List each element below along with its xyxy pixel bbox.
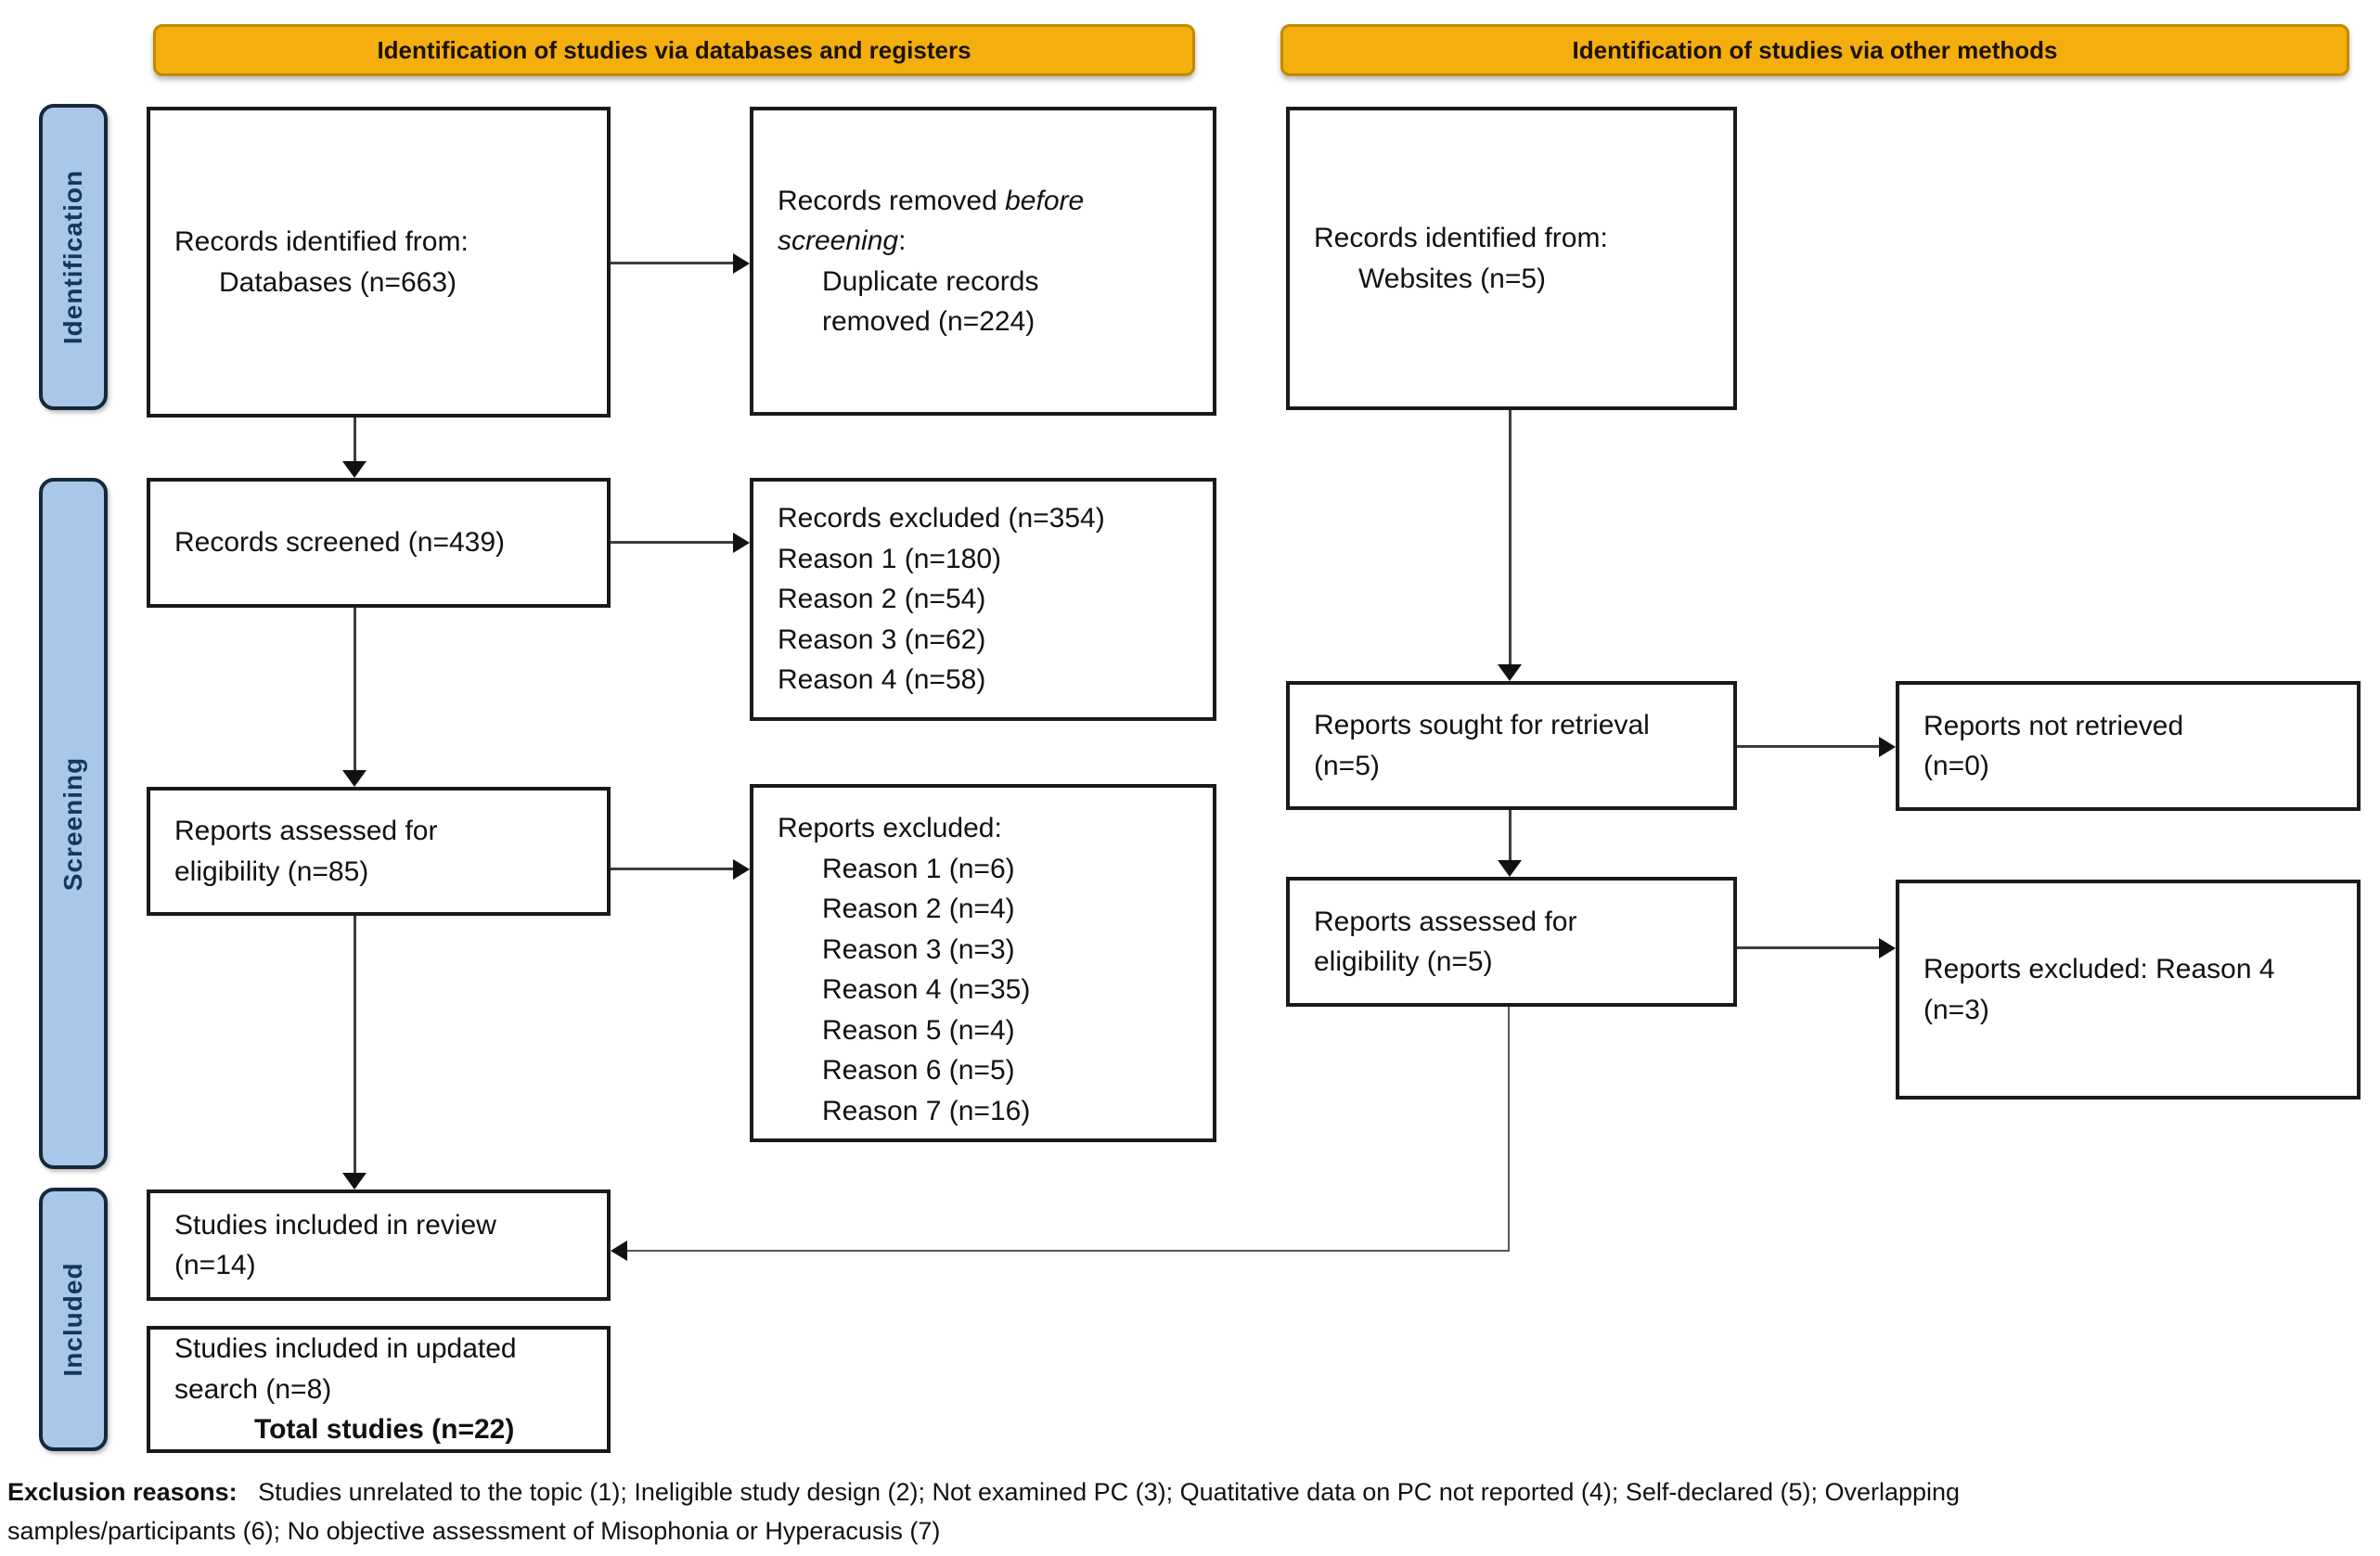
banner-databases-label: Identification of studies via databases … [377, 35, 971, 64]
box-line: Studies included in updated [174, 1333, 517, 1365]
box-line: (n=5) [1314, 750, 1380, 781]
box-line: (n=0) [1923, 751, 1989, 781]
arrow-assessed-to-included-head [342, 1173, 367, 1190]
box-reports-excluded-reason4: Reports excluded: Reason 4 (n=3) [1896, 880, 2361, 1099]
box-line: (n=3) [1923, 994, 1989, 1025]
box-reports-sought-retrieval: Reports sought for retrieval (n=5) [1286, 681, 1737, 810]
footer-exclusion-reasons: Exclusion reasons: Studies unrelated to … [7, 1473, 2374, 1551]
arrow-identified-to-removed-head [733, 253, 750, 274]
box-line: Reason 1 (n=6) [822, 853, 1015, 884]
box-line: Reason 5 (n=4) [822, 1014, 1015, 1046]
box-line: Reason 1 (n=180) [778, 543, 1001, 574]
box-line: eligibility (n=85) [174, 855, 369, 887]
arrow-assessed-other-to-excluded-line [1737, 946, 1879, 949]
side-tab-identification: Identification [39, 104, 108, 410]
box-line: Databases (n=663) [219, 266, 457, 298]
box-records-identified-websites: Records identified from: Websites (n=5) [1286, 107, 1737, 410]
side-tab-screening: Screening [39, 478, 108, 1169]
box-line: screening: [778, 225, 907, 256]
box-line: Records identified from: [1314, 223, 1608, 253]
footer-line1: Exclusion reasons: Studies unrelated to … [7, 1473, 2374, 1512]
box-line: Reports not retrieved [1923, 710, 2184, 741]
box-line: Records identified from: [174, 226, 469, 257]
arrow-identified-to-removed-line [611, 262, 733, 264]
box-line: Websites (n=5) [1358, 263, 1547, 294]
box-line: Reason 3 (n=3) [822, 933, 1015, 965]
arrow-identified-to-screened-line [354, 418, 356, 461]
arrow-assessed-to-reports-excluded-head [733, 859, 750, 880]
box-records-screened: Records screened (n=439) [147, 478, 611, 608]
side-tab-identification-label: Identification [58, 169, 87, 345]
box-line: Records removed before [778, 185, 1085, 216]
box-studies-included-review: Studies included in review (n=14) [147, 1190, 611, 1301]
arrow-screened-to-assessed-head [342, 770, 367, 787]
box-line: Reason 3 (n=62) [778, 624, 986, 655]
arrow-assessed-other-to-excluded-head [1879, 938, 1896, 958]
side-tab-included: Included [39, 1188, 108, 1451]
box-line: (n=14) [174, 1250, 256, 1280]
arrow-assessed-to-included-line [354, 916, 356, 1173]
box-line: Reason 4 (n=35) [822, 974, 1031, 1005]
box-records-excluded: Records excluded (n=354) Reason 1 (n=180… [750, 478, 1216, 721]
box-reports-excluded-databases: Reports excluded: Reason 1 (n=6) Reason … [750, 784, 1216, 1142]
box-line: eligibility (n=5) [1314, 946, 1493, 977]
footer-line1-text: Studies unrelated to the topic (1); Inel… [237, 1478, 1961, 1506]
banner-other-methods: Identification of studies via other meth… [1280, 24, 2349, 76]
arrow-assessed-to-reports-excluded-line [611, 868, 733, 870]
box-reports-assessed-databases: Reports assessed for eligibility (n=85) [147, 787, 611, 916]
box-line: Studies included in review [174, 1209, 496, 1241]
box-line: Reports excluded: [778, 813, 1002, 843]
arrow-websites-to-sought-head [1498, 664, 1522, 681]
box-line: Reports assessed for [1314, 906, 1577, 937]
box-reports-assessed-other: Reports assessed for eligibility (n=5) [1286, 877, 1737, 1007]
side-tab-included-label: Included [58, 1262, 87, 1377]
box-line: Reports assessed for [174, 816, 438, 846]
box-line: Records screened (n=439) [174, 527, 506, 559]
box-records-identified-databases: Records identified from: Databases (n=66… [147, 107, 611, 418]
box-line: Reason 4 (n=58) [778, 664, 986, 695]
arrow-screened-to-assessed-line [354, 608, 356, 770]
box-line: Reports excluded: Reason 4 [1923, 954, 2275, 984]
arrow-sought-to-not-retrieved-line [1737, 745, 1879, 748]
box-line: removed (n=224) [822, 306, 1036, 337]
box-line: Duplicate records [822, 265, 1039, 297]
box-reports-not-retrieved: Reports not retrieved (n=0) [1896, 681, 2361, 811]
arrow-websites-to-sought-line [1509, 410, 1512, 664]
box-line: Reason 2 (n=4) [822, 894, 1015, 924]
arrow-screened-to-excluded-line [611, 541, 733, 544]
box-line: search (n=8) [174, 1373, 332, 1405]
box-line-total-studies: Total studies (n=22) [254, 1414, 515, 1446]
box-records-removed-before-screening: Records removed before screening: Duplic… [750, 107, 1216, 416]
box-line: Reason 2 (n=54) [778, 584, 986, 614]
box-line: Reason 6 (n=5) [822, 1055, 1015, 1086]
arrow-screened-to-excluded-head [733, 533, 750, 553]
arrow-other-to-included-hline [627, 1250, 1510, 1252]
box-line: Reports sought for retrieval [1314, 710, 1650, 740]
side-tab-screening-label: Screening [58, 756, 87, 891]
arrow-sought-to-assessed-line [1509, 810, 1512, 860]
box-studies-included-updated: Studies included in updated search (n=8)… [147, 1326, 611, 1453]
footer-line2: samples/participants (6); No objective a… [7, 1516, 941, 1545]
arrow-other-to-included-vline [1508, 1007, 1510, 1252]
arrow-identified-to-screened-head [342, 461, 367, 478]
box-line: Reason 7 (n=16) [822, 1095, 1031, 1126]
arrow-sought-to-assessed-head [1498, 860, 1522, 877]
footer-lead: Exclusion reasons: [7, 1478, 238, 1506]
banner-databases-registers: Identification of studies via databases … [153, 24, 1195, 76]
banner-other-label: Identification of studies via other meth… [1572, 35, 2058, 64]
arrow-other-to-included-head [611, 1241, 627, 1261]
arrow-sought-to-not-retrieved-head [1879, 737, 1896, 757]
box-line: Records excluded (n=354) [778, 503, 1105, 534]
